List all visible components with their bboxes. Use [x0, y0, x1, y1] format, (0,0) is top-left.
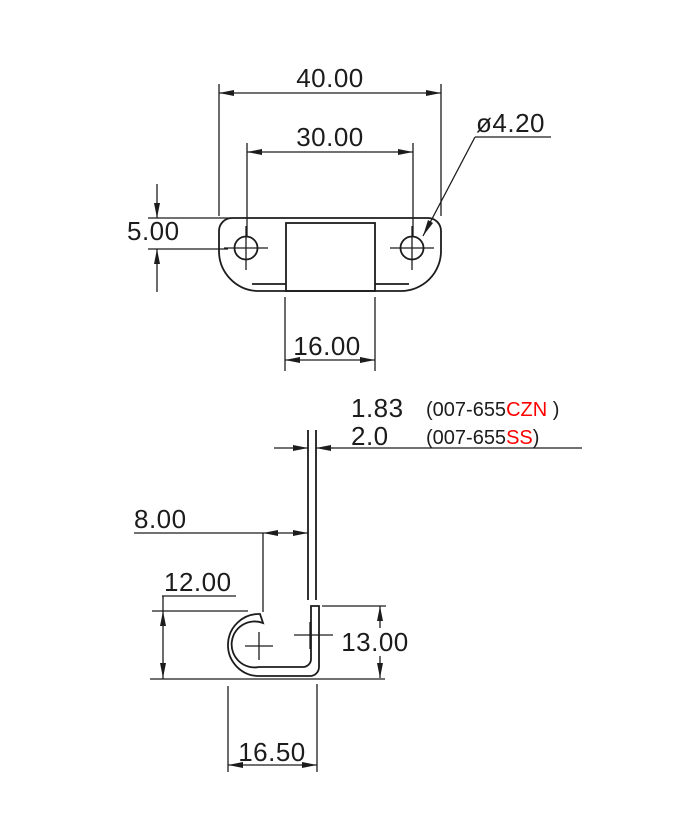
dim-text-hole-edge-offset: 5.00 [127, 216, 180, 246]
dimension-overall-width: 40.00 [218, 63, 442, 216]
part-number-ss-code: SS [506, 427, 533, 449]
hole-right [390, 226, 434, 270]
part-number-czn-prefix: (007-655 [426, 399, 506, 421]
arrow-left [247, 149, 262, 155]
dim-text-thickness-czn: 1.83 [351, 393, 404, 423]
arrow-left [228, 762, 243, 768]
arrow-up [154, 249, 160, 264]
top-view: 40.00 30.00 5.00 16.00 [127, 63, 551, 371]
dimension-hole-spacing: 30.00 [246, 122, 414, 237]
curl-center-mark [245, 632, 273, 660]
arrow-up [160, 611, 166, 626]
arrow-right [360, 357, 375, 363]
hole-left-circle [233, 235, 259, 261]
profile-view: 1.83 2.0 (007-655CZN ) (007-655SS) 8.00 … [134, 393, 582, 772]
arrow-left [219, 90, 234, 96]
plate-hole-axis-mark [294, 622, 333, 649]
dim-text-plate-height: 13.00 [341, 627, 409, 657]
dim-text-lip-to-plate: 8.00 [134, 504, 187, 534]
arrow-left [263, 530, 278, 536]
dim-text-tab-width: 16.00 [293, 331, 361, 361]
dimension-hook-depth: 16.50 [227, 684, 318, 772]
dim-text-hole-spacing: 30.00 [296, 122, 364, 152]
dim-text-hole-diameter: ø4.20 [476, 108, 545, 138]
arrow-down [154, 203, 160, 218]
hole-right-circle [399, 235, 425, 261]
leader-arrow [423, 220, 433, 236]
arrow-up [377, 606, 383, 621]
dimension-tab-width: 16.00 [284, 297, 376, 371]
dim-text-hook-depth: 16.50 [238, 737, 306, 767]
hole-left [224, 226, 268, 270]
arrow-left [316, 445, 331, 451]
arrow-right [398, 149, 413, 155]
part-number-czn: (007-655CZN ) [426, 399, 559, 421]
dim-text-overall-width: 40.00 [296, 63, 364, 93]
dimension-thickness: 1.83 2.0 (007-655CZN ) (007-655SS) [274, 393, 582, 451]
hook-profile [227, 605, 320, 677]
plate-outline [218, 217, 442, 292]
leader-line [422, 136, 476, 237]
arrow-down [377, 663, 383, 678]
arrow-right [293, 445, 308, 451]
tab-rectangle [285, 222, 376, 292]
dimension-hole-edge-offset: 5.00 [127, 184, 231, 292]
dim-text-hook-height: 12.00 [164, 567, 232, 597]
arrow-down [160, 663, 166, 678]
part-number-czn-code: CZN [506, 399, 547, 421]
part-number-ss: (007-655SS) [426, 427, 539, 449]
dimension-plate-height: 13.00 [322, 605, 409, 678]
arrow-right [302, 762, 317, 768]
part-number-ss-suffix: ) [533, 427, 540, 449]
leader-hole-diameter: ø4.20 [422, 108, 551, 237]
part-number-ss-prefix: (007-655 [426, 427, 506, 449]
dim-text-thickness-ss: 2.0 [351, 421, 389, 451]
arrow-left [285, 357, 300, 363]
dimension-hook-height: 12.00 [152, 567, 248, 679]
arrow-right [293, 530, 308, 536]
part-number-czn-suffix: ) [547, 399, 559, 421]
arrow-right [426, 90, 441, 96]
dimension-lip-to-plate: 8.00 [134, 504, 308, 612]
